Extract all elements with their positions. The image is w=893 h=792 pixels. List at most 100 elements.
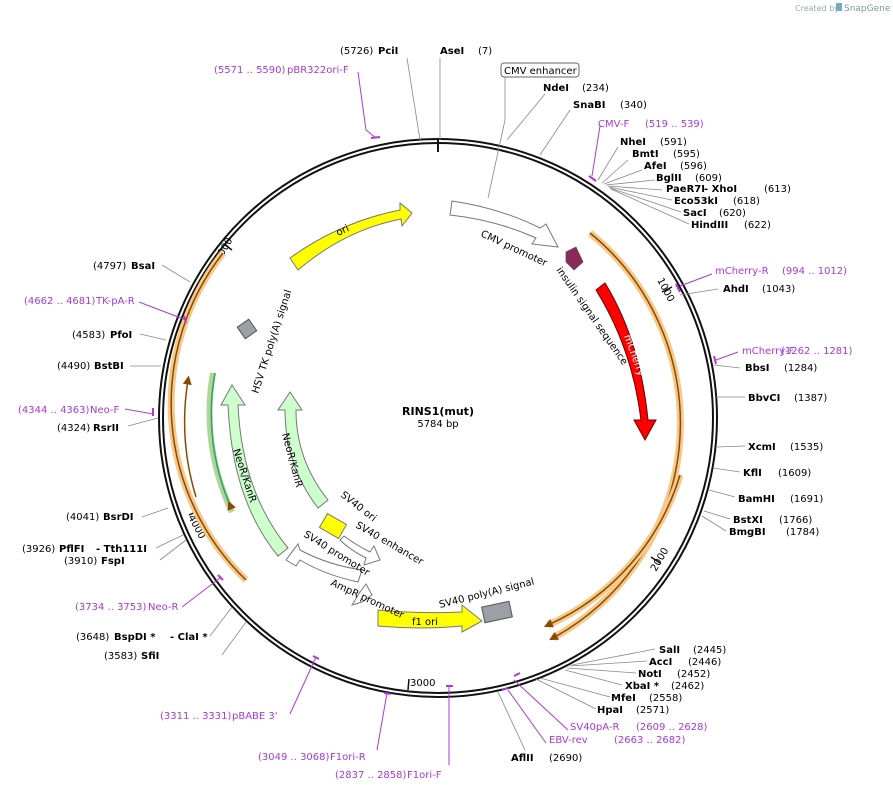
- tick-5000: [223, 243, 233, 251]
- primer-position: (5571 .. 5590): [214, 65, 286, 76]
- primer-position: (4662 .. 4681): [24, 296, 96, 307]
- sv40-polya-box: [481, 600, 513, 624]
- primer-label: mCherry-R: [715, 266, 769, 277]
- site-position: (4583): [72, 330, 105, 341]
- site-label: BsrDI: [103, 512, 134, 523]
- site-position: (3926): [22, 544, 55, 555]
- site-label: BstBI: [94, 361, 124, 372]
- f1-ori-arrow: [377, 603, 483, 633]
- site-label: RsrII: [93, 423, 119, 434]
- site-position: (1691): [790, 494, 823, 505]
- site-position: (2446): [688, 657, 721, 668]
- site-label: KflI: [743, 468, 762, 479]
- site-label: NdeI: [543, 83, 569, 94]
- site-label: MfeI: [611, 693, 636, 704]
- site-label: AseI: [440, 46, 464, 57]
- site-position: (1766): [779, 515, 812, 526]
- primer-position: (1262 .. 1281): [781, 346, 853, 357]
- primer-label: CMV-F: [598, 119, 629, 130]
- site-label: PflFI: [59, 544, 84, 555]
- site-position: (595): [673, 149, 700, 160]
- credit-brand: SnapGene: [844, 4, 891, 14]
- site-label: BmgBI: [729, 527, 766, 538]
- site-position: (3910): [64, 556, 97, 567]
- ori-label: ori: [335, 223, 351, 238]
- neor-outer-arrow: [220, 384, 289, 557]
- site-label: Eco53kI: [674, 196, 718, 207]
- site-label: BspDI *: [114, 632, 156, 643]
- site-label: BmtI: [632, 149, 659, 160]
- sv40-promoter-arrow: [285, 542, 363, 583]
- site-label: BstXI: [733, 515, 763, 526]
- site-label: SfiI: [141, 651, 159, 662]
- neor-green-arc: [210, 372, 236, 511]
- primer-position: (2663 .. 2682): [614, 735, 686, 746]
- credit-text: Created by: [795, 4, 839, 13]
- site-label: AfeI: [644, 161, 667, 172]
- primer-position: (4344 .. 4363): [18, 405, 90, 416]
- site-position: (1284): [784, 363, 817, 374]
- site-position: (4797): [93, 261, 126, 272]
- site-label: PciI: [378, 46, 398, 57]
- site-position: (620): [719, 208, 746, 219]
- site-label: FspI: [101, 556, 125, 567]
- primer-position: (3311 .. 3331): [160, 711, 232, 722]
- primer-ticks: [152, 136, 717, 695]
- site-label: HindIII: [691, 220, 728, 231]
- primer-position: (2609 .. 2628): [636, 722, 708, 733]
- site-position: (4041): [66, 512, 99, 523]
- ori-arrow: [289, 201, 413, 271]
- site-position: (2462): [671, 681, 704, 692]
- hsv-tk-box: [236, 318, 258, 340]
- site-position: (1043): [762, 284, 795, 295]
- site-position: (1784): [786, 527, 819, 538]
- site-position: (2571): [636, 705, 669, 716]
- plasmid-name: RINS1(mut): [402, 405, 474, 418]
- site-position: (591): [660, 137, 687, 148]
- site-label: NotI: [638, 669, 662, 680]
- primer-label: SV40pA-R: [570, 722, 619, 733]
- primer-position: (519 .. 539): [645, 119, 704, 130]
- site-position: (2690): [549, 753, 582, 764]
- site-label: SacI: [683, 208, 707, 219]
- site-label: XcmI: [748, 442, 776, 453]
- site-label: SalI: [659, 645, 680, 656]
- site-label: PfoI: [110, 330, 132, 341]
- tick-3000: [407, 678, 410, 691]
- sv40-ori-label: SV40 ori: [338, 490, 378, 525]
- site-position: (234): [582, 83, 609, 94]
- snapgene-logo-icon: [836, 3, 842, 11]
- site-position: (2558): [649, 693, 682, 704]
- site-label: SnaBI: [573, 100, 605, 111]
- sv40-enhancer-arrow: [339, 535, 381, 566]
- tick-label-3000: 3000: [410, 678, 435, 689]
- site-label: XbaI *: [625, 681, 660, 692]
- primer-label: EBV-rev: [549, 735, 588, 746]
- site-position: (613): [764, 184, 791, 195]
- site-label: - Tth111I: [96, 544, 147, 555]
- primer-label: Neo-R: [148, 602, 179, 613]
- mcherry-arrow: [595, 282, 657, 442]
- primer-position: (3734 .. 3753): [75, 602, 147, 613]
- tick-label-1000: 1000: [654, 276, 676, 304]
- sv40-enhancer-label: SV40 enhancer: [354, 520, 426, 568]
- site-position: (4324): [57, 423, 90, 434]
- cmv-enhancer-label: CMV enhancer: [504, 66, 578, 77]
- site-label: - ClaI *: [170, 632, 208, 643]
- site-position: (1387): [794, 393, 827, 404]
- site-position: (3648): [76, 632, 109, 643]
- primer-label: pBABE 3': [232, 711, 278, 722]
- site-position: (5726): [340, 46, 373, 57]
- f1-ori-label: f1 ori: [412, 617, 438, 628]
- site-position: (1609): [778, 468, 811, 479]
- site-label: AflII: [511, 753, 534, 764]
- primer-label: mCherry-F: [742, 346, 795, 357]
- primer-label: TK-pA-R: [95, 296, 135, 307]
- primer-position: (2837 .. 2858): [335, 770, 407, 781]
- site-label: BamHI: [738, 494, 775, 505]
- primer-label: F1ori-F: [407, 770, 442, 781]
- site-label: AhdI: [723, 284, 749, 295]
- cmv-enhancer-box: [500, 62, 580, 78]
- insulin-signal-arrow: [565, 246, 584, 271]
